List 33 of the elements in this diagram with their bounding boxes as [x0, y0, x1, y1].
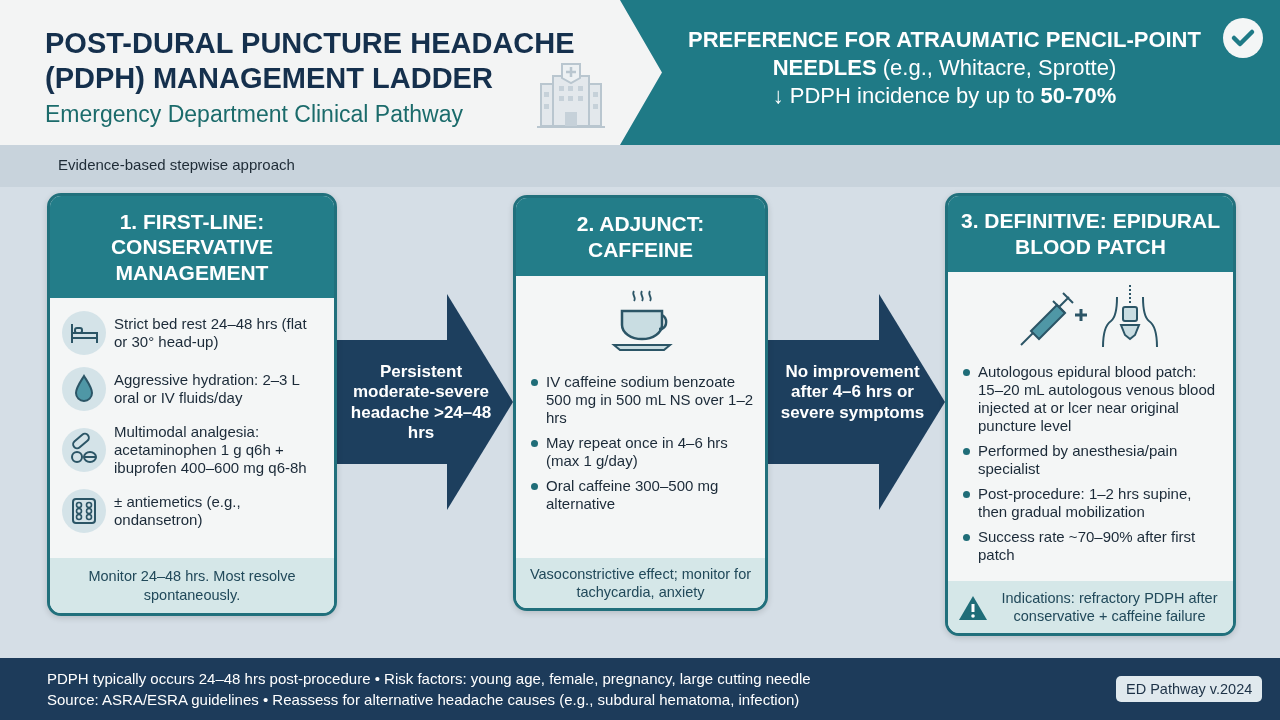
bullet-item: Post-procedure: 1–2 hrs supine, then gradual mobilization	[960, 485, 1223, 521]
card-footer-text: Monitor 24–48 hrs. Most resolve spontaneously.	[87, 567, 297, 604]
step-card	[47, 193, 337, 616]
footer-note: Source: ASRA/ESRA guidelines • Reassess for alternative headache causes (e.g., subdural hematoma, infection)	[47, 691, 800, 708]
bullet-item: IV caffeine sodium benzoate 500 mg in 500 mL NS over 1–2 hrs	[528, 373, 755, 427]
subtitle: Emergency Department Clinical Pathway	[45, 101, 463, 128]
edge-label: Persistent moderate-severe headache >24–48 hrs	[349, 362, 493, 444]
step-text: Multimodal analgesia: acetaminophen 1 g q6h + ibuprofen 400–600 mg q6-8h	[114, 423, 308, 477]
step-text: Strict bed rest 24–48 hrs (flat or 30° head-up)	[114, 315, 308, 351]
flow-arrow	[337, 294, 513, 510]
step-text: Aggressive hydration: 2–3 L oral or IV fluids/day	[114, 371, 301, 407]
edge-label: No improvement after 4–6 hrs or severe symptoms	[779, 362, 926, 424]
card-heading: 3. DEFINITIVE: EPIDURAL BLOOD PATCH	[960, 208, 1221, 260]
version-badge: ED Pathway v.2024	[1116, 676, 1263, 702]
step-text: ± antiemetics (e.g., ondansetron)	[114, 493, 242, 529]
card-footer-text: Indications: refractory PDPH after conservative + caffeine failure	[1000, 588, 1219, 626]
bullet-item: Performed by anesthesia/pain specialist	[960, 442, 1223, 478]
note: Evidence-based stepwise approach	[58, 156, 295, 173]
title: POST-DURAL PUNCTURE HEADACHE (PDPH) MANAGEMENT LADDER	[45, 26, 576, 96]
bullet-item: May repeat once in 4–6 hrs (max 1 g/day)	[528, 434, 755, 470]
banner	[620, 0, 1280, 145]
banner-heading: PREFERENCE FOR ATRAUMATIC PENCIL-POINT NEEDLES (e.g., Whitacre, Sprotte)	[687, 26, 1202, 83]
footer-note: PDPH typically occurs 24–48 hrs post-procedure • Risk factors: young age, female, pregnancy, large cutting needle	[47, 670, 811, 687]
step-card	[513, 195, 768, 611]
step-card	[945, 193, 1236, 636]
bullet-item: Oral caffeine 300–500 mg alternative	[528, 477, 755, 513]
banner-text: ↓ PDPH incidence by up to 50-70%	[771, 82, 1118, 111]
card-heading: 2. ADJUNCT: CAFFEINE	[575, 211, 706, 263]
card-heading: 1. FIRST-LINE: CONSERVATIVE MANAGEMENT	[109, 208, 275, 286]
flow-arrow	[768, 294, 945, 510]
bullet-item: Autologous epidural blood patch: 15–20 mL autologous venous blood injected at or lcer near original puncture level	[960, 363, 1223, 435]
bullet-item: Success rate ~70–90% after first patch	[960, 528, 1223, 564]
card-footer-text: Vasoconstrictive effect; monitor for tachycardia, anxiety	[528, 564, 753, 602]
